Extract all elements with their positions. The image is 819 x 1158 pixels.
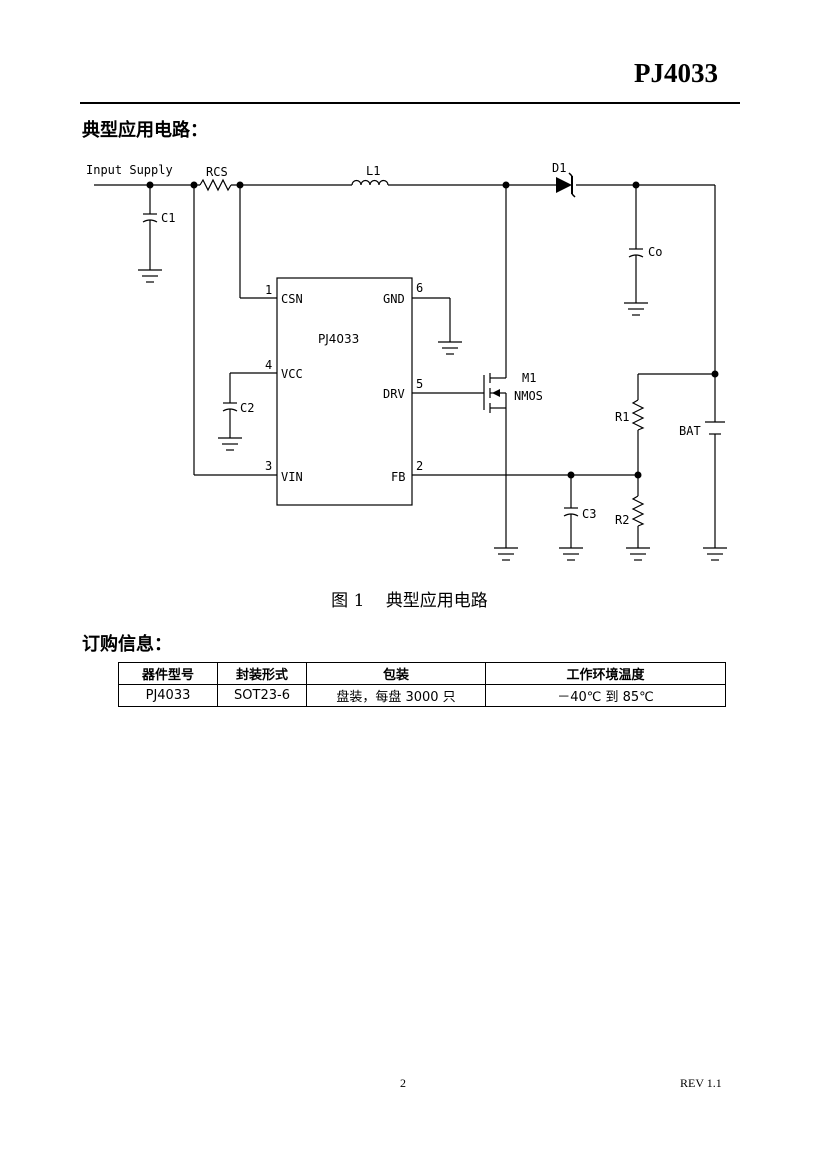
figure-label: 图 1: [331, 591, 365, 611]
m1-label: M1: [522, 371, 536, 385]
header-rule: [80, 102, 740, 104]
revision: REV 1.1: [680, 1076, 722, 1090]
pin-gnd-number: 6: [416, 281, 423, 295]
pin-fb-number: 2: [416, 459, 423, 473]
r1-label: R1: [615, 410, 629, 424]
table-row: PJ4033 SOT23-6 盘装，每盘 3000 只 －40℃ 到 85℃: [118, 684, 726, 707]
c3-label: C3: [582, 507, 596, 521]
col-header-part: 器件型号: [118, 662, 218, 685]
figure-title: 典型应用电路: [385, 591, 488, 611]
pin-csn-number: 1: [265, 283, 272, 297]
rcs-label: RCS: [206, 165, 228, 179]
section-title-order: 订购信息：: [82, 634, 172, 655]
pin-vin-label: VIN: [281, 470, 303, 484]
section-title-circuit: 典型应用电路：: [82, 120, 208, 141]
col-header-packing: 包装: [306, 662, 486, 685]
pin-csn-label: CSN: [281, 292, 303, 306]
bat-label: BAT: [679, 424, 701, 438]
diode-d1: [556, 172, 576, 198]
col-header-package: 封装形式: [217, 662, 307, 685]
c2-label: C2: [240, 401, 254, 415]
co-label: Co: [648, 245, 662, 259]
pin-vin-number: 3: [265, 459, 272, 473]
pin-vcc-number: 4: [265, 358, 272, 372]
pin-gnd-label: GND: [383, 292, 405, 306]
page-number: 2: [400, 1076, 406, 1090]
pin-drv-number: 5: [416, 377, 423, 391]
r2-label: R2: [615, 513, 629, 527]
order-table: 器件型号 封装形式 包装 工作环境温度 PJ4033 SOT23-6 盘装，每盘…: [118, 662, 726, 707]
cell-package: SOT23-6: [217, 684, 307, 707]
d1-label: D1: [552, 161, 566, 175]
c1-label: C1: [161, 211, 175, 225]
col-header-temperature: 工作环境温度: [485, 662, 726, 685]
input-supply-label: Input Supply: [86, 163, 173, 177]
cell-packing: 盘装，每盘 3000 只: [306, 684, 486, 707]
figure-caption: 图 1 典型应用电路: [0, 586, 819, 611]
pin-vcc-label: VCC: [281, 367, 303, 381]
circuit-schematic: Input Supply RCS L1 D1 C1 Co C2 C3 R1 R2…: [86, 161, 727, 561]
pin-fb-label: FB: [391, 470, 405, 484]
ic-name: PJ4033: [318, 332, 359, 346]
cell-part: PJ4033: [118, 684, 218, 707]
table-header-row: 器件型号 封装形式 包装 工作环境温度: [118, 662, 726, 685]
nmos-label: NMOS: [514, 389, 543, 403]
pin-drv-label: DRV: [383, 387, 405, 401]
part-number: PJ4033: [634, 58, 718, 88]
cell-temperature: －40℃ 到 85℃: [485, 684, 726, 707]
l1-label: L1: [366, 164, 380, 178]
